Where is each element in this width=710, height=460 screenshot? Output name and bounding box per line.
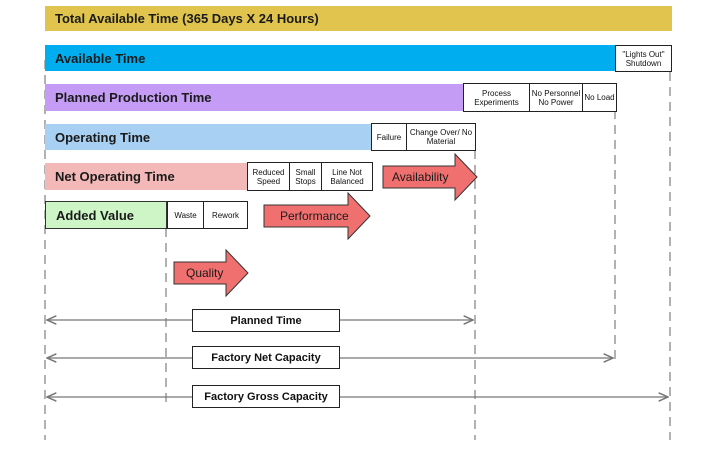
process-experiments-box: Process Experiments <box>463 83 530 112</box>
availability-arrow-label: Availability <box>392 170 449 184</box>
rework-box: Rework <box>203 201 248 229</box>
small-stops-box: Small Stops <box>289 162 322 191</box>
added-value-label: Added Value <box>56 207 135 223</box>
lights-out-shutdown-box: "Lights Out" Shutdown <box>615 45 672 72</box>
operating-time-bar: Operating Time <box>45 124 371 150</box>
factory-gross-capacity-label: Factory Gross Capacity <box>192 385 340 408</box>
factory-net-capacity-label: Factory Net Capacity <box>192 346 340 369</box>
net-operating-time-bar: Net Operating Time <box>45 163 247 190</box>
available-time-label: Available Time <box>55 50 146 66</box>
line-not-balanced-box: Line Not Balanced <box>321 162 373 191</box>
added-value-bar: Added Value <box>45 201 167 229</box>
operating-time-label: Operating Time <box>55 129 151 145</box>
performance-arrow-label: Performance <box>280 209 349 223</box>
performance-arrow-shape <box>263 191 371 241</box>
waste-box: Waste <box>167 201 204 229</box>
quality-arrow-label: Quality <box>186 266 224 280</box>
total-available-time-label: Total Available Time (365 Days X 24 Hour… <box>55 11 319 26</box>
total-available-time-bar: Total Available Time (365 Days X 24 Hour… <box>45 6 672 31</box>
reduced-speed-box: Reduced Speed <box>247 162 290 191</box>
quality-arrow-shape <box>173 248 249 298</box>
change-over-box: Change Over/ No Material <box>406 123 476 151</box>
failure-box: Failure <box>371 123 407 151</box>
planned-time-label: Planned Time <box>192 309 340 332</box>
net-operating-time-label: Net Operating Time <box>55 169 175 184</box>
no-personnel-no-power-box: No Personnel No Power <box>529 83 583 112</box>
planned-production-time-bar: Planned Production Time <box>45 84 463 111</box>
availability-arrow-shape <box>382 152 478 202</box>
planned-production-time-label: Planned Production Time <box>55 90 212 105</box>
available-time-bar: Available Time <box>45 45 615 71</box>
no-load-box: No Load <box>582 83 617 112</box>
